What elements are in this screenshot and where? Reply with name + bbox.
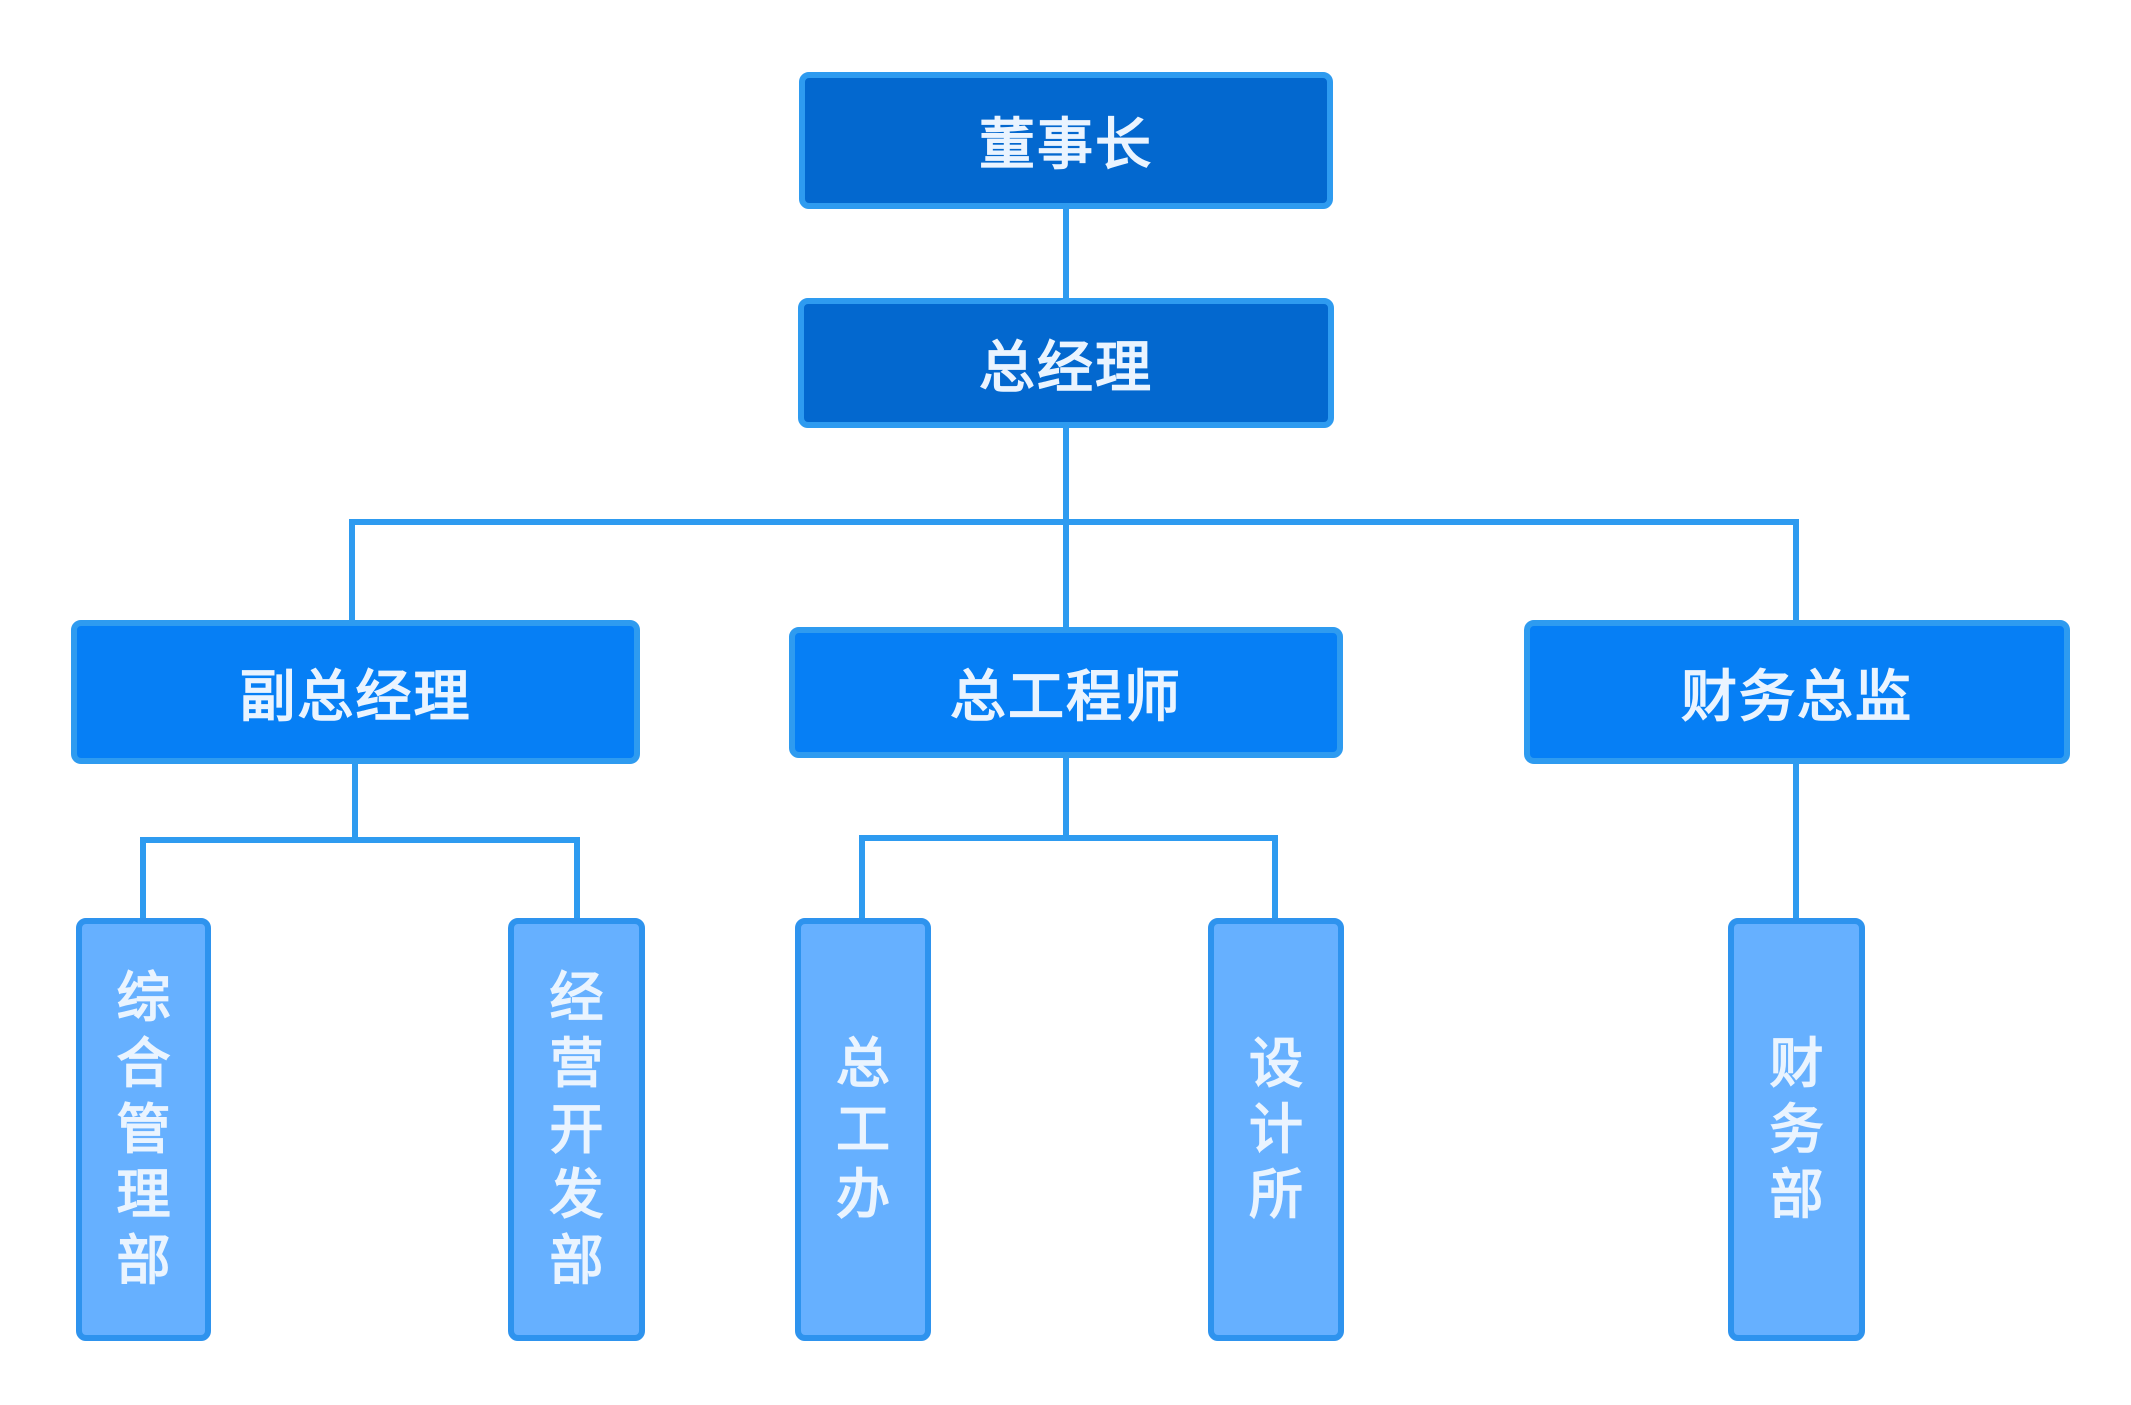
business-development-dept-label: 经营开发部 bbox=[549, 965, 604, 1293]
design-institute-box: 设计所 bbox=[1208, 918, 1344, 1341]
chief-financial-officer-label: 财务总监 bbox=[1681, 664, 1913, 730]
chief-engineer-office-box: 总工办 bbox=[795, 918, 931, 1341]
finance-dept-box: 财务部 bbox=[1728, 918, 1865, 1341]
deputy-general-manager-label: 副总经理 bbox=[239, 664, 472, 730]
chief-engineer-office-label: 总工办 bbox=[836, 1031, 890, 1227]
chief-financial-officer-box: 财务总监 bbox=[1524, 620, 2070, 764]
chief-engineer-box: 总工程师 bbox=[789, 627, 1343, 758]
deputy-gm-to-departments-line bbox=[140, 762, 580, 920]
chairman-box: 董事长 bbox=[799, 72, 1333, 209]
general-manager-box: 总经理 bbox=[798, 298, 1334, 428]
gm-to-executives-line bbox=[349, 425, 1799, 630]
chief-engineer-label: 总工程师 bbox=[950, 665, 1182, 730]
chief-engineer-to-departments-line bbox=[859, 755, 1278, 920]
general-management-dept-box: 综合管理部 bbox=[76, 918, 211, 1341]
finance-dept-label: 财务部 bbox=[1769, 1031, 1824, 1227]
general-manager-label: 总经理 bbox=[979, 335, 1153, 401]
business-development-dept-box: 经营开发部 bbox=[508, 918, 645, 1341]
general-management-dept-label: 综合管理部 bbox=[116, 965, 171, 1293]
design-institute-label: 设计所 bbox=[1249, 1031, 1303, 1227]
deputy-general-manager-box: 副总经理 bbox=[71, 620, 640, 764]
chairman-label: 董事长 bbox=[979, 113, 1153, 178]
